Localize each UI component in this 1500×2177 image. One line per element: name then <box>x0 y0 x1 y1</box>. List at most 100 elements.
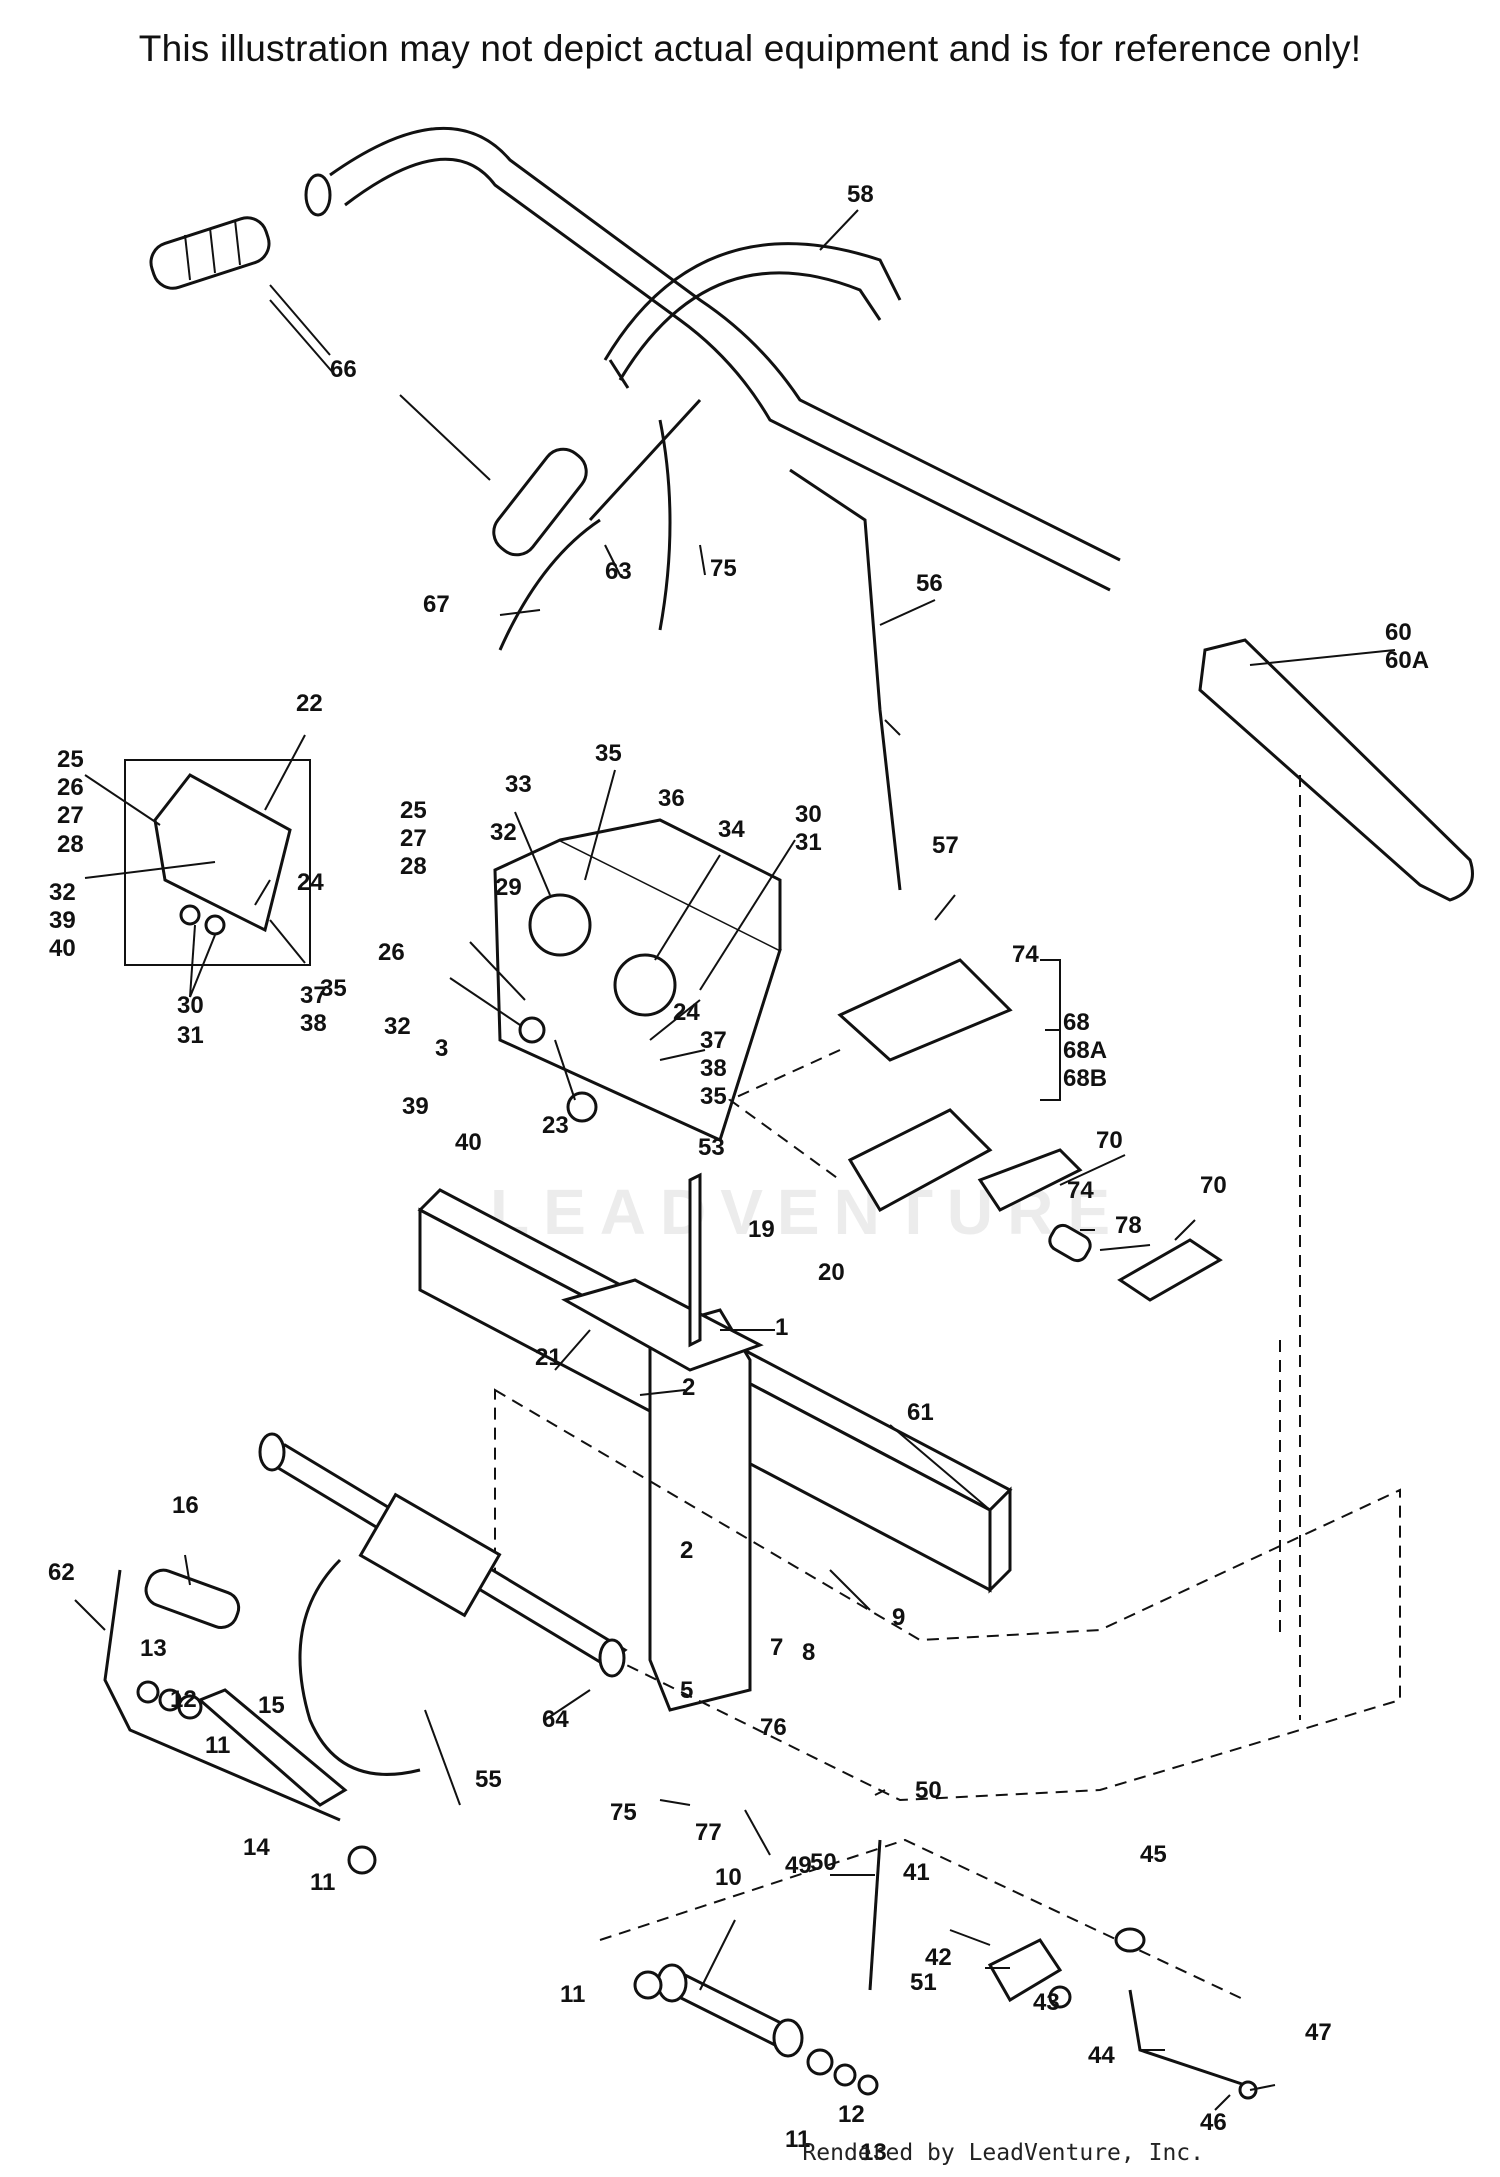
callout-44: 44 <box>1088 2042 1115 2069</box>
callout-23: 23 <box>542 1112 569 1139</box>
callout-62: 62 <box>48 1559 75 1586</box>
callout-42: 42 <box>925 1944 952 1971</box>
callout-67: 67 <box>423 591 450 618</box>
callout-68B: 68B <box>1063 1065 1107 1092</box>
callout-38: 38 <box>700 1055 727 1082</box>
callout-36: 36 <box>658 785 685 812</box>
callout-11: 11 <box>560 1981 585 2008</box>
callout-40: 40 <box>49 935 76 962</box>
callout-41: 41 <box>903 1859 930 1886</box>
callout-39: 39 <box>402 1093 429 1120</box>
credit-text: Rendered by LeadVenture, Inc. <box>802 2140 1204 2166</box>
callout-70: 70 <box>1096 1127 1123 1154</box>
callout-15: 15 <box>258 1692 285 1719</box>
callout-35: 35 <box>700 1083 727 1110</box>
disclaimer-text: This illustration may not depict actual … <box>138 28 1362 69</box>
callout-11: 11 <box>205 1732 230 1759</box>
callout-76: 76 <box>760 1714 787 1741</box>
callout-50: 50 <box>810 1849 837 1876</box>
callout-2: 2 <box>682 1374 695 1401</box>
callout-58: 58 <box>847 181 874 208</box>
callout-29: 29 <box>495 874 522 901</box>
callout-56: 56 <box>916 570 943 597</box>
callout-60: 60 <box>1385 619 1412 646</box>
callout-31: 31 <box>795 829 822 856</box>
callout-68A: 68A <box>1063 1037 1107 1064</box>
callout-7: 7 <box>770 1634 783 1661</box>
shaft-64 <box>258 1432 628 1678</box>
callout-27: 27 <box>57 802 84 829</box>
callout-35: 35 <box>595 740 622 767</box>
callout-27: 27 <box>400 825 427 852</box>
callout-64: 64 <box>542 1706 569 1733</box>
callout-61: 61 <box>907 1399 934 1426</box>
callout-22: 22 <box>296 690 323 717</box>
callout-28: 28 <box>400 853 427 880</box>
callout-1: 1 <box>775 1314 788 1341</box>
callout-53: 53 <box>698 1134 725 1161</box>
callout-11: 11 <box>785 2126 810 2153</box>
callout-32: 32 <box>49 879 76 906</box>
leader-lines <box>74 209 1396 2111</box>
callout-57: 57 <box>932 832 959 859</box>
lower-handle-60 <box>1198 638 1474 902</box>
callout-2: 2 <box>680 1537 693 1564</box>
callout-9: 9 <box>892 1604 905 1631</box>
callout-40: 40 <box>455 1129 482 1156</box>
callout-78: 78 <box>1115 1212 1142 1239</box>
callout-50: 50 <box>915 1777 942 1804</box>
handlebar-58 <box>304 126 1121 592</box>
callout-8: 8 <box>802 1639 815 1666</box>
callout-20: 20 <box>818 1259 845 1286</box>
callout-11: 11 <box>310 1869 335 1896</box>
callout-63: 63 <box>605 558 632 585</box>
callout-39: 39 <box>49 907 76 934</box>
grip-66-right <box>492 447 588 557</box>
shaft-10 <box>656 1963 804 2058</box>
callout-10: 10 <box>715 1864 742 1891</box>
callout-30: 30 <box>795 801 822 828</box>
callout-32: 32 <box>384 1013 411 1040</box>
callout-13: 13 <box>860 2139 887 2166</box>
callout-60A: 60A <box>1385 647 1429 674</box>
callout-75: 75 <box>710 555 737 582</box>
callout-19: 19 <box>748 1216 775 1243</box>
callout-55: 55 <box>475 1766 502 1793</box>
callout-43: 43 <box>1033 1989 1060 2016</box>
callout-33: 33 <box>505 771 532 798</box>
callout-37: 37 <box>300 982 327 1009</box>
callout-25: 25 <box>400 797 427 824</box>
callout-24: 24 <box>673 999 700 1026</box>
callout-14: 14 <box>243 1834 270 1861</box>
callout-26: 26 <box>378 939 405 966</box>
callout-5: 5 <box>680 1677 693 1704</box>
callout-75: 75 <box>610 1799 637 1826</box>
bracket-1 <box>561 1278 764 1712</box>
callout-28: 28 <box>57 831 84 858</box>
callout-31: 31 <box>177 1022 204 1049</box>
callout-21: 21 <box>535 1344 562 1371</box>
callout-68: 68 <box>1063 1009 1090 1036</box>
grip-66-left <box>149 216 271 290</box>
callout-37: 37 <box>700 1027 727 1054</box>
callout-74: 74 <box>1012 941 1039 968</box>
callout-46: 46 <box>1200 2109 1227 2136</box>
callout-24: 24 <box>297 869 324 896</box>
callout-77: 77 <box>695 1819 722 1846</box>
callout-16: 16 <box>172 1492 199 1519</box>
callout-32: 32 <box>490 819 517 846</box>
callout-12: 12 <box>838 2101 865 2128</box>
callout-45: 45 <box>1140 1841 1167 1868</box>
callout-47: 47 <box>1305 2019 1332 2046</box>
callout-35: 35 <box>320 975 347 1002</box>
callout-26: 26 <box>57 774 84 801</box>
callout-66: 66 <box>330 356 357 383</box>
callout-12: 12 <box>170 1686 197 1713</box>
callout-3: 3 <box>435 1035 448 1062</box>
callout-49: 49 <box>785 1852 812 1879</box>
callout-25: 25 <box>57 746 84 773</box>
callout-70: 70 <box>1200 1172 1227 1199</box>
callout-13: 13 <box>140 1635 167 1662</box>
